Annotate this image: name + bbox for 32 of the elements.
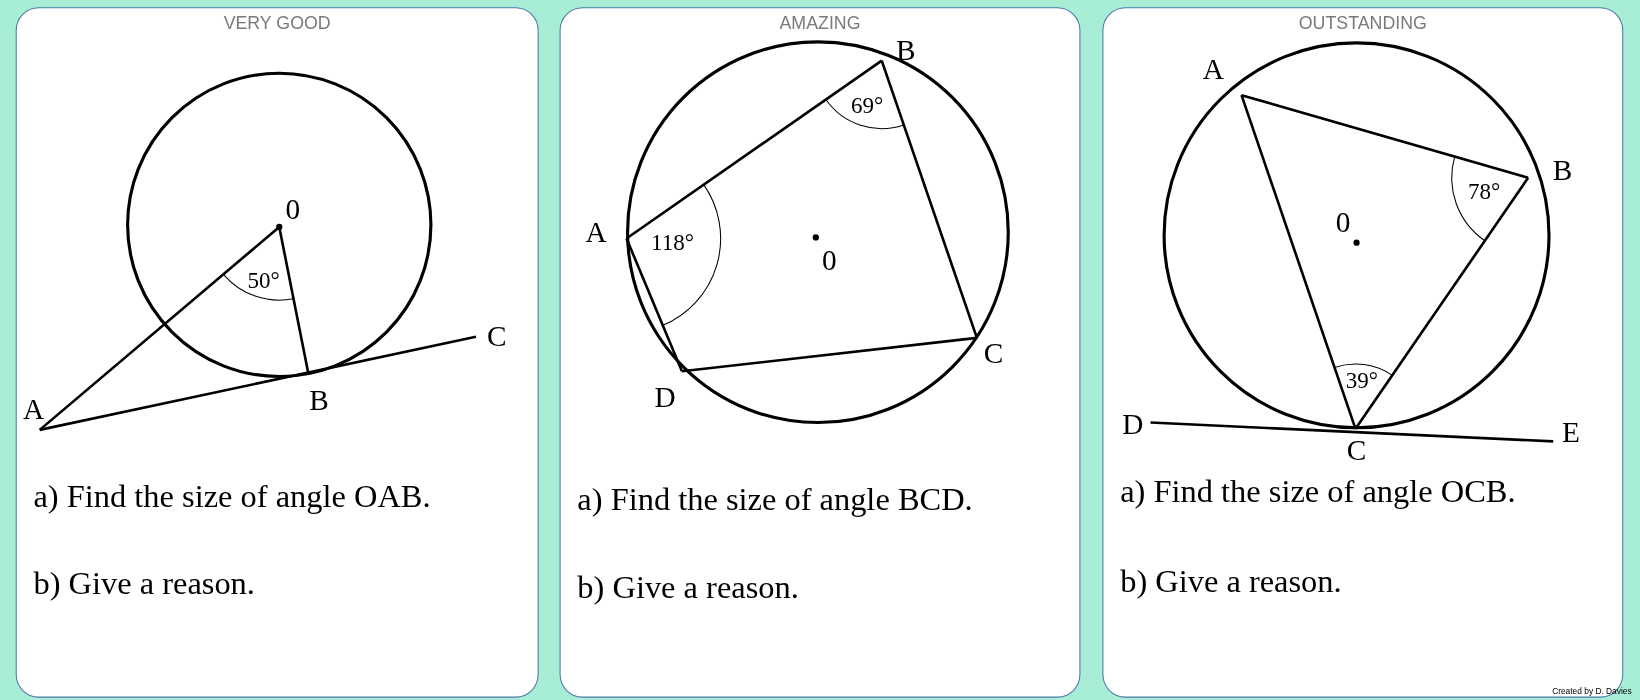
question-text: b) Give a reason.: [577, 569, 799, 607]
question-text: a) Find the size of angle OAB.: [33, 478, 431, 516]
point-label: D: [1122, 410, 1144, 440]
angle-label: 39°: [1345, 369, 1378, 393]
point-label: D: [654, 382, 676, 413]
point-label: A: [585, 217, 607, 247]
angle-label: 118°: [651, 231, 694, 255]
card-title: VERY GOOD: [222, 13, 332, 35]
card-title: OUTSTANDING: [1297, 13, 1428, 35]
question-card: [15, 7, 539, 698]
angle-label: 78°: [1468, 179, 1501, 203]
point-label: B: [1552, 155, 1573, 186]
question-text: a) Find the size of angle OCB.: [1120, 472, 1516, 511]
question-text: a) Find the size of angle BCD.: [577, 481, 973, 519]
card-title: AMAZING: [778, 13, 862, 35]
point-label: C: [487, 322, 507, 352]
question-text: b) Give a reason.: [33, 564, 255, 603]
angle-label: 69°: [850, 94, 884, 118]
point-label: 0: [822, 245, 837, 276]
point-label: A: [1202, 55, 1224, 85]
point-label: 0: [285, 194, 301, 224]
point-label: B: [896, 35, 916, 65]
point-label: 0: [1335, 208, 1351, 238]
point-label: B: [309, 385, 329, 416]
question-card: [559, 7, 1081, 698]
point-label: E: [1562, 418, 1580, 448]
point-label: C: [983, 338, 1004, 369]
credit-note: Created by D. Davies: [1552, 688, 1632, 697]
point-label: A: [22, 395, 45, 425]
question-text: b) Give a reason.: [1120, 562, 1342, 601]
point-label: C: [1346, 436, 1367, 466]
angle-label: 50°: [247, 268, 280, 292]
